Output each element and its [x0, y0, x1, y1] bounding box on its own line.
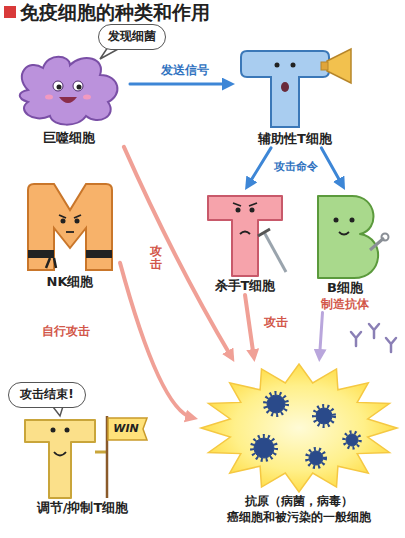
signal-arrow — [130, 82, 229, 85]
regulatory-t-figure — [25, 416, 147, 498]
cell-label: 巨噬细胞 — [43, 130, 95, 147]
diagram-title: 免疫细胞的种类和作用 — [20, 1, 210, 24]
edge-label: 自行攻击 — [42, 324, 90, 338]
nk-cell-node: NK细胞 — [20, 178, 120, 291]
b-cell-figure — [318, 196, 389, 278]
edge-label: 发送信号 — [161, 63, 209, 77]
helper-t-node: 辅助性T细胞 — [235, 45, 355, 148]
edge-label: 攻击 — [150, 245, 162, 271]
antigen-node: 抗原（病菌，病毒）癌细胞和被污染的一般细胞 — [198, 362, 400, 525]
signal-arrow — [248, 148, 271, 185]
macrophage-figure — [20, 57, 118, 125]
title-bullet — [4, 6, 16, 18]
virus-symbols — [252, 393, 360, 467]
cell-label: NK细胞 — [47, 274, 94, 291]
b-cell-node: B细胞制造抗体 — [300, 190, 390, 312]
signal-arrow — [245, 295, 254, 356]
cell-label: 调节/抑制T细胞 — [37, 500, 129, 517]
antibody-symbols — [351, 324, 396, 352]
nk-cell-figure — [28, 184, 112, 270]
signal-arrow — [320, 313, 323, 357]
cell-label: 癌细胞和被污染的一般细胞 — [227, 510, 371, 526]
edge-label: 攻击命令 — [274, 160, 318, 173]
cell-label: 攻击结束! — [20, 387, 73, 403]
cell-label: 发现细菌 — [108, 29, 156, 45]
speech-bubble: 发现细菌 — [98, 24, 166, 50]
signal-arrow — [321, 148, 342, 185]
antigen-burst — [201, 364, 397, 492]
cell-label: 辅助性T细胞 — [258, 131, 332, 148]
flag-text: WIN — [113, 423, 138, 435]
killer-t-node: 杀手T细胞 — [200, 190, 290, 295]
cell-label: B细胞 — [327, 280, 363, 297]
cell-label: 抗原（病菌，病毒） — [245, 494, 353, 510]
helper-t-figure — [241, 49, 351, 127]
cell-label: 杀手T细胞 — [215, 278, 276, 295]
edge-label: 攻击 — [264, 315, 288, 329]
killer-t-figure — [208, 196, 286, 276]
cell-label: 制造抗体 — [321, 297, 369, 313]
speech-bubble: 攻击结束! — [8, 382, 86, 408]
signal-arrow — [120, 263, 192, 418]
macrophage-node: 巨噬细胞 — [8, 50, 130, 147]
